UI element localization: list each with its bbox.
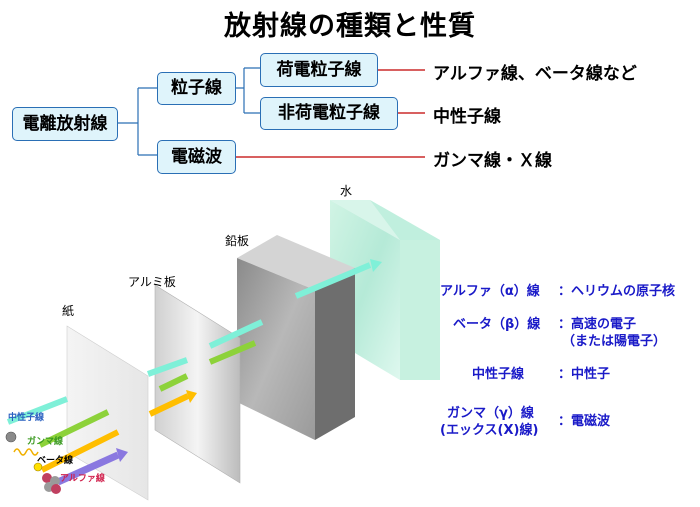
beta-ray-segment-1 xyxy=(40,429,120,473)
tree-connector-particle xyxy=(236,67,260,114)
neutron-description-value: ：中性子 xyxy=(558,367,611,382)
gamma-description-value: ：電磁波 xyxy=(558,414,611,429)
tree-connector-root xyxy=(118,87,157,156)
gamma-ray-label: ガンマ線 xyxy=(27,437,64,447)
root-box: 電離放射線 xyxy=(12,107,118,141)
wave-box: 電磁波 xyxy=(157,140,236,174)
gamma-description-name: ガンマ（γ）線 xyxy=(447,406,534,421)
beta-ray-arrowhead xyxy=(186,390,197,403)
wave-examples: ガンマ線・Ｘ線 xyxy=(433,151,552,171)
neutron-ray-segment-4 xyxy=(294,262,372,299)
gamma-ray-segment-2 xyxy=(158,373,189,392)
water-block xyxy=(330,200,440,380)
particle-box: 粒子線 xyxy=(157,72,236,105)
beta-description-name: ベータ（β）線 xyxy=(453,317,541,332)
neutron-ray-arrowhead xyxy=(370,259,382,272)
alpha-particle-icon-4 xyxy=(51,484,61,494)
uncharged-box: 非荷電粒子線 xyxy=(260,97,398,130)
charged-box: 荷電粒子線 xyxy=(260,53,378,87)
gamma-description-name-2: (エックス(X)線) xyxy=(440,423,539,438)
alpha-ray xyxy=(56,451,120,486)
alpha-description-name: アルファ（α）線 xyxy=(440,284,540,299)
lead-block xyxy=(237,235,355,440)
beta-description-value-2: （または陽電子） xyxy=(562,334,667,349)
lead-label: 鉛板 xyxy=(225,234,250,248)
shielding-diagram xyxy=(5,200,440,501)
neutron-ray-segment-2 xyxy=(146,357,189,377)
neutron-description-name: 中性子線 xyxy=(472,367,525,382)
alpha-ray-arrowhead xyxy=(116,448,128,462)
gamma-ray-segment-1 xyxy=(38,409,110,448)
neutron-ray-segment-1 xyxy=(6,396,69,425)
water-label: 水 xyxy=(340,184,353,198)
charged-examples: アルファ線、ベータ線など xyxy=(433,64,637,84)
beta-description-value: ：高速の電子 xyxy=(558,317,637,332)
gamma-ray-segment-3 xyxy=(208,340,257,365)
uncharged-examples: 中性子線 xyxy=(433,107,501,127)
classification-tree-lines xyxy=(118,67,425,158)
beta-particle-icon xyxy=(33,462,43,472)
neutron-ray-label: 中性子線 xyxy=(8,413,45,423)
aluminum-label: アルミ板 xyxy=(128,275,176,289)
beta-ray-label: ベータ線 xyxy=(37,456,74,466)
alpha-description-value: ：ヘリウムの原子核 xyxy=(558,284,676,299)
beta-ray-segment-2 xyxy=(148,393,190,417)
neutron-particle-icon xyxy=(5,431,17,443)
gamma-wave-icon xyxy=(13,448,39,456)
page-title: 放射線の種類と性質 xyxy=(224,11,476,42)
particle-icons xyxy=(5,431,61,494)
alpha-particle-icon-1 xyxy=(42,473,52,483)
paper-label: 紙 xyxy=(62,304,75,318)
aluminum-plate xyxy=(154,284,241,484)
neutron-ray-segment-3 xyxy=(208,319,264,349)
alpha-ray-label: アルファ線 xyxy=(60,474,105,484)
